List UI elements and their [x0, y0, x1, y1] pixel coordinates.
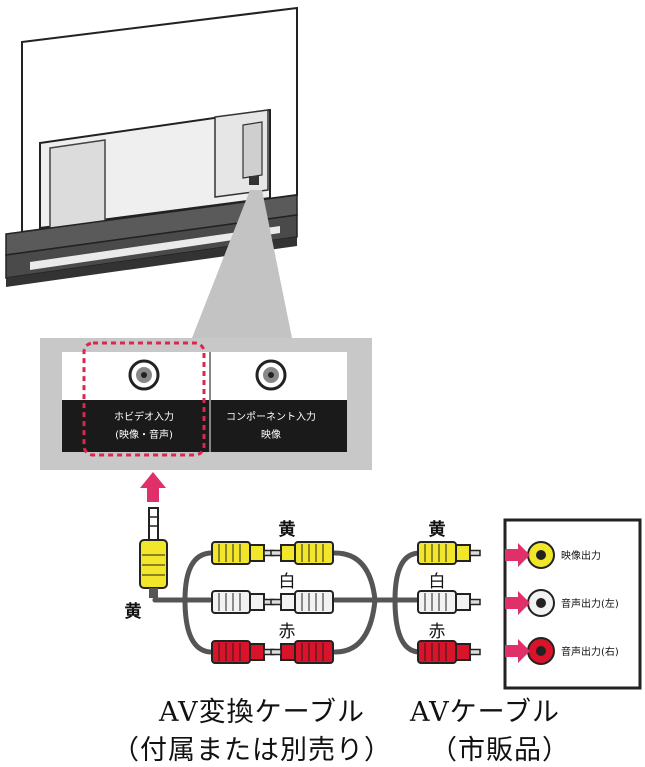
plug-icon — [139, 507, 168, 598]
av-conversion-cable-caption: AV変換ケーブル — [159, 697, 366, 728]
plug-icon — [211, 590, 275, 614]
color-label-white-1: 白 — [279, 572, 296, 592]
video-input-label: ホビデオ入力 — [114, 410, 174, 423]
jack-icon — [527, 541, 555, 569]
plug-icon — [211, 541, 275, 565]
right-arrow-icon — [505, 639, 530, 663]
jack-icon — [527, 637, 555, 665]
color-label-red-1: 赤 — [279, 622, 296, 642]
video-input-sublabel: (映像・音声) — [115, 428, 173, 441]
color-label-white-2: 白 — [429, 572, 446, 592]
mini-plug-color-label: 黄 — [125, 601, 142, 622]
audio-left-output-label: 音声出力(左) — [561, 597, 619, 610]
plug-icon — [417, 541, 481, 565]
video-output-label: 映像出力 — [561, 549, 601, 562]
rca-plugs — [211, 541, 481, 664]
cable-lines — [152, 550, 423, 655]
jack-icon — [255, 359, 287, 391]
plug-icon — [270, 541, 334, 565]
plug-icon — [417, 640, 481, 664]
audio-right-output-label: 音声出力(右) — [561, 645, 619, 658]
jack-icon — [128, 359, 160, 391]
color-label-yellow-2: 黄 — [429, 519, 446, 540]
up-arrow-icon — [140, 472, 166, 502]
plug-icon — [270, 640, 334, 664]
output-device: 映像出力 音声出力(左) 音声出力(右) — [503, 518, 642, 690]
av-cable-note: （市販品） — [430, 735, 570, 766]
av-conversion-cable-note: （付属または別売り） — [112, 735, 392, 766]
component-input-label: コンポーネント入力 — [226, 410, 316, 423]
plug-icon — [270, 590, 334, 614]
right-arrow-icon — [505, 591, 530, 615]
zoom-beam — [192, 190, 292, 338]
av-cable-caption: AVケーブル — [410, 697, 561, 728]
plug-icon — [417, 590, 481, 614]
plug-icon — [211, 640, 275, 664]
tv-icon — [5, 6, 298, 287]
jack-icon — [527, 589, 555, 617]
input-panel: ホビデオ入力 (映像・音声) コンポーネント入力 映像 — [40, 338, 372, 470]
highlight-box — [82, 341, 206, 457]
right-arrow-icon — [505, 543, 530, 567]
component-input-sublabel: 映像 — [261, 429, 281, 441]
color-label-red-2: 赤 — [429, 622, 446, 642]
color-label-yellow-1: 黄 — [279, 519, 296, 540]
